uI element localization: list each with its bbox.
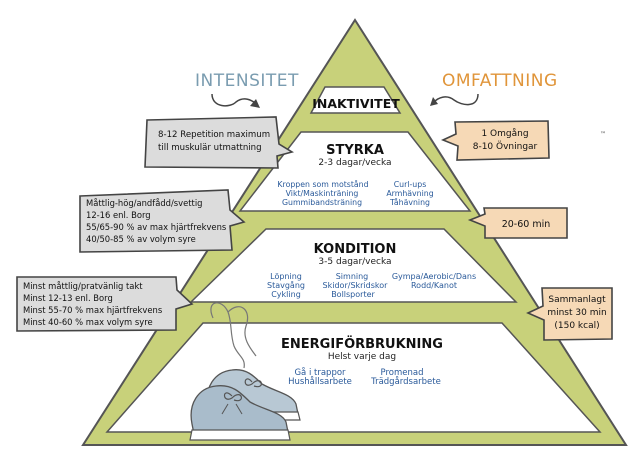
bubble-line: Minst 40-60 % max volym syre — [23, 317, 153, 327]
bubble-line: 40/50-85 % av volym syre — [86, 234, 196, 244]
kondition-item: Simning — [336, 272, 369, 281]
tiny-mark: ™ — [600, 131, 606, 138]
bubble-line: 20-60 min — [502, 219, 551, 230]
level-subtitle-styrka: 2-3 dagar/vecka — [318, 158, 391, 168]
band-inaktivitet — [309, 86, 402, 114]
kondition-item: Cykling — [271, 290, 301, 299]
curved-arrow-head — [430, 97, 438, 106]
bubble-line: 8-10 Övningar — [473, 141, 538, 152]
bubble-line: Sammanlagt — [548, 295, 606, 305]
bubble-line: Minst måttlig/pratvänlig takt — [23, 281, 143, 291]
level-title-styrka: STYRKA — [326, 143, 384, 158]
curved-arrow-icon — [211, 93, 257, 107]
level-title-energi: ENERGIFÖRBRUKNING — [281, 336, 443, 352]
right-bubble-energi: Sammanlagt minst 30 min (150 kcal) — [526, 287, 613, 341]
heading-omfattning: OMFATTNING — [442, 71, 558, 91]
band-kondition — [189, 228, 518, 303]
sneakers-icon — [189, 302, 301, 441]
energi-item: Trädgårdsarbete — [370, 376, 441, 387]
kondition-item: Bollsporter — [331, 290, 375, 299]
energi-item: Gå i trappor — [294, 367, 346, 378]
kondition-item: Rodd/Kanot — [411, 281, 457, 290]
bubble-line: 12-16 enl. Borg — [86, 210, 151, 220]
bubble-line: (150 kcal) — [554, 321, 599, 331]
bubble-line: Minst 12-13 enl. Borg — [23, 293, 113, 303]
right-bubble-kondition: 20-60 min — [467, 207, 568, 239]
curved-arrow-head — [250, 99, 260, 108]
bubble-line: Måttlig-hög/andfådd/svettig — [86, 198, 202, 208]
energi-item: Hushållsarbete — [288, 376, 352, 387]
kondition-item: Löpning — [270, 272, 302, 281]
styrka-item: Armhävning — [386, 189, 433, 198]
left-bubble-kondition: Måttlig-hög/andfådd/svettig 12-16 enl. B… — [79, 189, 246, 253]
level-title-inaktivitet: INAKTIVITET — [312, 96, 400, 111]
bubble-line: 8-12 Repetition maximum — [158, 130, 270, 140]
kondition-item: Stavgång — [267, 280, 305, 290]
styrka-item: Tåhävning — [389, 198, 430, 207]
styrka-item: Gummibandsträning — [282, 198, 362, 207]
bubble-line: Minst 55-70 % max hjärtfrekvens — [23, 305, 162, 315]
bubble-line: 1 Omgång — [481, 128, 528, 139]
kondition-item: Skidor/Skridskor — [323, 281, 389, 290]
bubble-line: till muskulär utmattning — [158, 143, 262, 153]
bubble-line: 55/65-90 % av max hjärtfrekvens — [86, 222, 226, 232]
left-bubble-energi: Minst måttlig/pratvänlig takt Minst 12-1… — [16, 276, 194, 332]
level-subtitle-kondition: 3-5 dagar/vecka — [318, 257, 391, 267]
right-bubble-styrka: 1 Omgång 8-10 Övningar — [440, 120, 550, 161]
heading-intensitet: INTENSITET — [195, 71, 299, 91]
energi-item: Promenad — [381, 368, 424, 378]
band-styrka — [238, 131, 472, 212]
left-bubble-styrka: 8-12 Repetition maximum till muskulär ut… — [144, 116, 295, 169]
styrka-item: Kroppen som motstånd — [277, 180, 368, 189]
styrka-item: Vikt/Maskinträning — [286, 189, 359, 198]
styrka-item: Curl-ups — [394, 180, 427, 189]
level-subtitle-energi: Helst varje dag — [328, 352, 396, 362]
kondition-item: Gympa/Aerobic/Dans — [392, 272, 476, 281]
curved-arrow-icon — [433, 93, 479, 106]
level-title-kondition: KONDITION — [314, 242, 397, 257]
bubble-line: minst 30 min — [547, 308, 606, 318]
